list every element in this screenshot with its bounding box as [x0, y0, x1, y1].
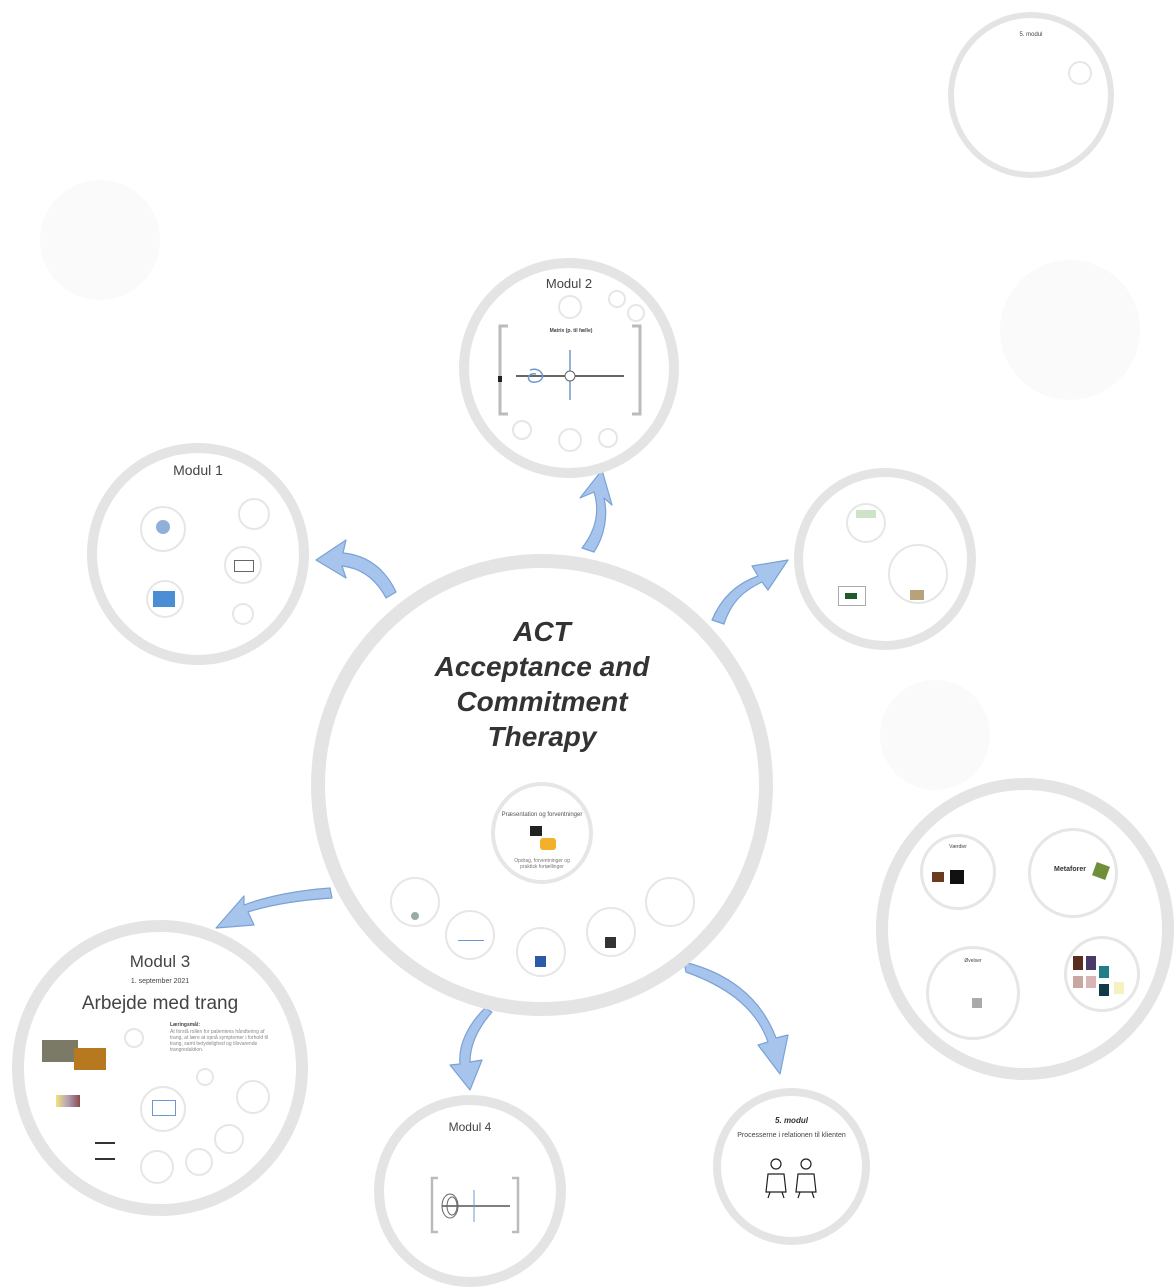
modul4-circle[interactable]	[374, 1095, 566, 1287]
thumbnail-image	[950, 870, 964, 884]
modul3-sub-circle[interactable]	[214, 1124, 244, 1154]
people-clipart-icon	[765, 1158, 817, 1199]
modul1-sub-circle[interactable]	[146, 580, 184, 618]
values-title: Værdier	[949, 844, 967, 850]
arrow-to-modul1	[315, 539, 397, 599]
right-cluster-circle[interactable]	[876, 778, 1174, 1080]
center-sub-circle[interactable]	[516, 927, 566, 977]
color-swatch	[1073, 976, 1083, 988]
modul3-sub-circle[interactable]	[140, 1150, 174, 1184]
thumbnail-image	[838, 586, 866, 606]
modul4-diagram	[430, 1176, 520, 1234]
thumbnail-image	[605, 937, 616, 948]
arrow-to-right-module	[711, 559, 789, 625]
exercises-title: Øvelser	[964, 958, 982, 964]
modul3-sub-circle[interactable]	[185, 1148, 213, 1176]
modul3-date: 1. september 2021	[130, 978, 190, 985]
thumbnail-image	[234, 560, 254, 572]
modul2-sub-circle[interactable]	[608, 290, 626, 308]
diagram-line	[458, 940, 484, 941]
thumbnail-image	[972, 998, 982, 1008]
center-title-line: Acceptance and	[434, 651, 650, 682]
modul3-subtitle: Arbejde med trang	[81, 993, 239, 1014]
color-swatch	[1099, 966, 1109, 978]
center-sub-circle[interactable]	[645, 877, 695, 927]
thumbnail-image	[856, 510, 876, 518]
modul3-title: Modul 3	[129, 952, 191, 971]
modul1-circle[interactable]	[87, 443, 309, 665]
arrow-to-modul5	[683, 961, 789, 1075]
background-ghost	[880, 680, 990, 790]
modul2-circle[interactable]	[459, 258, 679, 478]
thumbnail-image	[74, 1048, 106, 1070]
clipart-icon	[530, 826, 542, 836]
thumbnail-image	[535, 956, 546, 967]
topright-circle[interactable]	[948, 12, 1114, 178]
modul2-diagram-title: Matrix (p. til fælle)	[549, 328, 593, 334]
thumbnail-image	[56, 1095, 80, 1107]
center-title-line: Commitment	[456, 686, 628, 717]
right-module-circle[interactable]	[794, 468, 976, 650]
topright-sub-circle[interactable]	[1068, 61, 1092, 85]
modul3-sub-circle[interactable]	[196, 1068, 214, 1086]
modul3-goal-heading: Læringsmål:	[170, 1022, 201, 1028]
center-inner-circle[interactable]	[491, 782, 593, 884]
clipart-icon	[411, 912, 419, 920]
thumbnail-image	[910, 590, 924, 600]
color-swatch	[1099, 984, 1109, 996]
modul1-sub-circle[interactable]	[238, 498, 270, 530]
center-sub-circle[interactable]	[445, 910, 495, 960]
modul2-sub-circle[interactable]	[598, 428, 618, 448]
inner-sub: Opdrag, forventninger og praktisk fortæl…	[514, 858, 570, 870]
center-title-line: Therapy	[487, 721, 597, 752]
center-sub-circle[interactable]	[586, 907, 636, 957]
modul3-sub-circle[interactable]	[236, 1080, 270, 1114]
clipart-icon	[152, 1100, 176, 1116]
modul3-sub-circle[interactable]	[124, 1028, 144, 1048]
center-title-line: ACT	[513, 616, 571, 647]
clipart-icon	[845, 593, 857, 599]
clipart-icon	[540, 838, 556, 850]
modul1-sub-circle[interactable]	[224, 546, 262, 584]
arrow-to-modul4	[449, 1007, 493, 1091]
center-title: ACT Acceptance and Commitment Therapy	[380, 614, 704, 754]
right-module-sub-circle[interactable]	[846, 503, 886, 543]
metaphors-title: Metaforer	[1054, 866, 1086, 873]
modul2-sub-circle[interactable]	[558, 428, 582, 452]
modul2-sub-circle[interactable]	[558, 295, 582, 319]
thumbnail-image	[932, 872, 944, 882]
modul4-title: Modul 4	[448, 1120, 492, 1134]
modul2-title: Modul 2	[545, 276, 593, 291]
inner-heading: Præsentation og forventninger	[501, 812, 583, 818]
color-swatch	[1086, 976, 1096, 988]
arrow-to-modul3	[215, 887, 333, 929]
thumbnail-image	[153, 591, 175, 607]
modul1-sub-circle[interactable]	[232, 603, 254, 625]
modul2-sub-circle[interactable]	[512, 420, 532, 440]
modul5-subtitle: Processerne i relationen til klienten	[737, 1132, 846, 1139]
background-ghost	[1000, 260, 1140, 400]
color-swatch	[1114, 982, 1124, 994]
clipart-icon	[156, 520, 170, 534]
modul2-matrix-diagram	[498, 324, 642, 416]
exercises-circle[interactable]	[926, 946, 1020, 1040]
modul3-goal-text: At forstå rollen for patientens håndteri…	[170, 1029, 269, 1053]
arrow-to-modul2	[579, 469, 613, 553]
color-swatch	[1073, 956, 1083, 970]
modul2-sub-circle[interactable]	[627, 304, 645, 322]
modul1-title: Modul 1	[173, 462, 223, 478]
background-ghost	[40, 180, 160, 300]
color-swatch	[1086, 956, 1096, 970]
clipart-icon	[95, 1142, 115, 1160]
modul5-circle[interactable]	[713, 1088, 870, 1245]
topright-title: 5. modul	[1019, 32, 1043, 38]
thumbnail-image	[42, 1040, 78, 1062]
modul3-sub-circle[interactable]	[140, 1086, 186, 1132]
modul5-title: 5. modul	[775, 1116, 808, 1125]
